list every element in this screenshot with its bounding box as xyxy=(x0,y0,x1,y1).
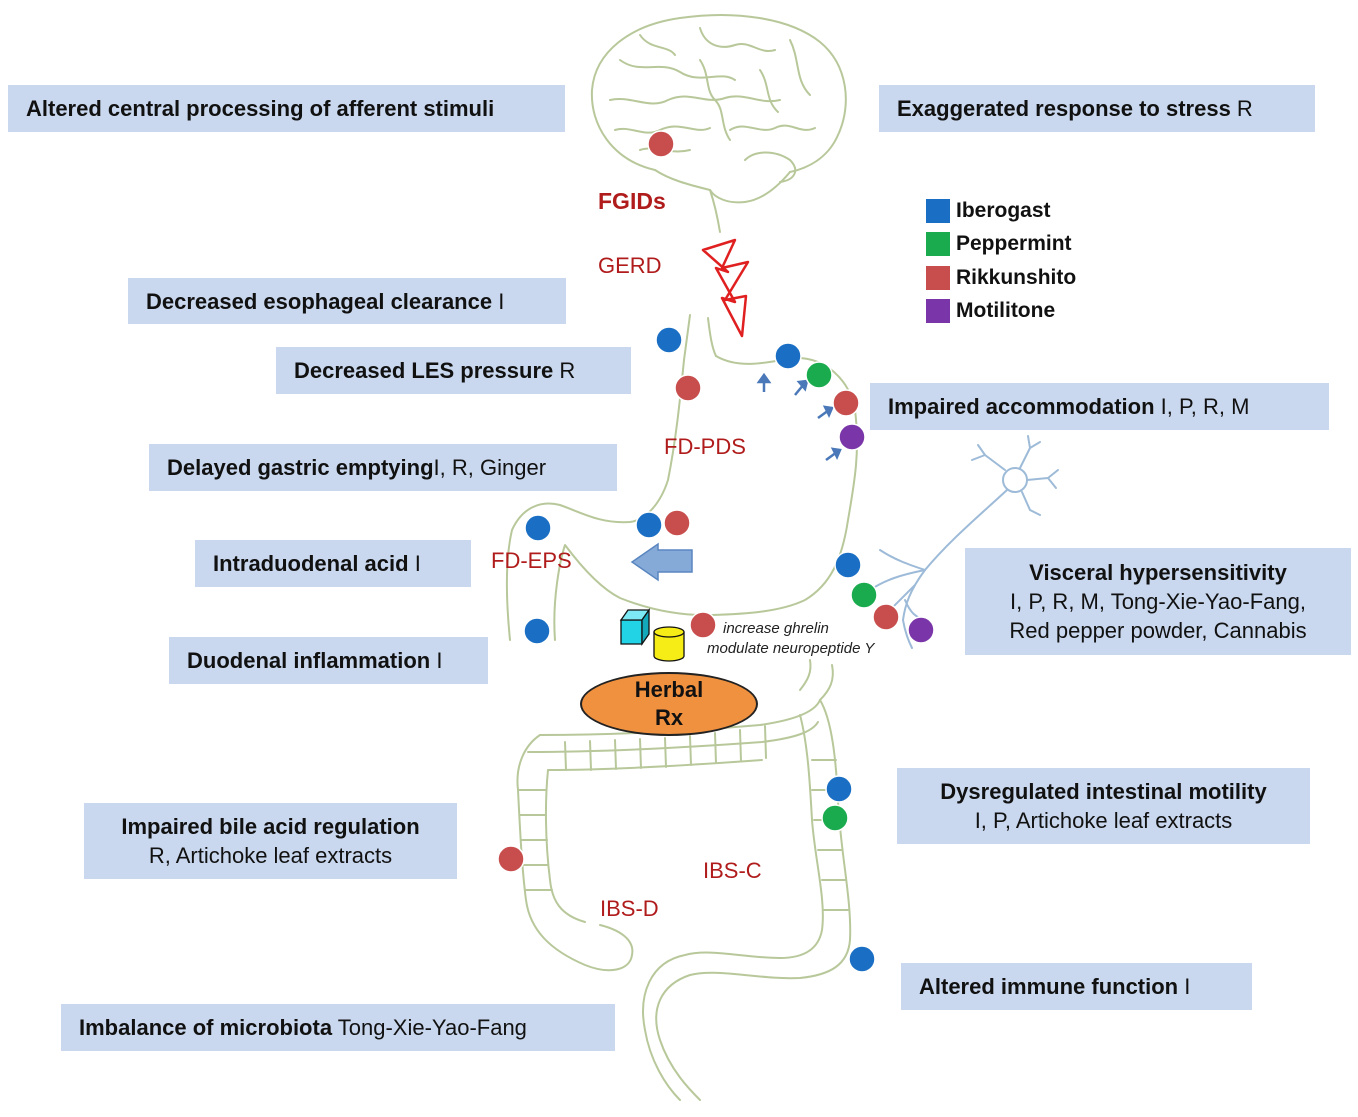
fgids-label: FGIDs xyxy=(598,188,666,214)
legend-label-motilitone: Motilitone xyxy=(956,299,1056,322)
microbiota-title: Imbalance of microbiota xyxy=(79,1015,333,1040)
iberogast-dot xyxy=(524,514,552,542)
motilitone-dot xyxy=(838,423,866,451)
microbiota-box: Imbalance of microbiota Tong-Xie-Yao-Fan… xyxy=(61,1004,615,1051)
peppermint-dot xyxy=(805,361,833,389)
iberogast-dot xyxy=(848,945,876,973)
les-pressure-agents: R xyxy=(553,358,576,383)
accommodation-arrows-icon xyxy=(756,372,842,462)
motility-title: Dysregulated intestinal motility xyxy=(940,779,1267,804)
motilitone-dot xyxy=(907,616,935,644)
iberogast-dot xyxy=(655,326,683,354)
ghrelin-note-line1: increase ghrelin xyxy=(723,620,829,637)
neuron-illustration[interactable] xyxy=(869,435,1059,649)
immune-title: Altered immune function xyxy=(919,974,1179,999)
emptying-arrow-icon xyxy=(630,542,693,582)
iberogast-swatch-icon xyxy=(926,199,950,223)
rikkunshito-dot xyxy=(497,845,525,873)
accommodation-agents: I, P, R, M xyxy=(1154,394,1250,419)
rikkunshito-swatch-icon xyxy=(926,266,950,290)
esophageal-box: Decreased esophageal clearance I xyxy=(128,278,566,324)
intraduodenal-agents: I xyxy=(408,551,421,576)
gastric-emptying-agents: I, R, Ginger xyxy=(433,455,547,480)
legend-item-peppermint: Peppermint xyxy=(926,232,1072,256)
les-pressure-title: Decreased LES pressure xyxy=(294,358,554,383)
accommodation-box: Impaired accommodation I, P, R, M xyxy=(870,383,1329,430)
rikkunshito-dot xyxy=(674,374,702,402)
cube-icon xyxy=(619,607,651,647)
legend-label-iberogast: Iberogast xyxy=(956,199,1051,222)
microbiota-agents: Tong-Xie-Yao-Fang xyxy=(332,1015,527,1040)
peppermint-swatch-icon xyxy=(926,232,950,256)
visceral-line2: I, P, R, M, Tong-Xie-Yao-Fang, xyxy=(1010,589,1306,614)
gastric-emptying-title: Delayed gastric emptying xyxy=(167,455,434,480)
legend-item-motilitone: Motilitone xyxy=(926,299,1055,323)
duodenal-inflammation-agents: I xyxy=(430,648,443,673)
accommodation-title: Impaired accommodation xyxy=(888,394,1155,419)
legend-label-rikkunshito: Rikkunshito xyxy=(956,266,1077,289)
iberogast-dot xyxy=(523,617,551,645)
iberogast-dot xyxy=(774,342,802,370)
herbal-rx-line1: Herbal xyxy=(634,677,704,702)
les-pressure-box: Decreased LES pressure R xyxy=(276,347,631,394)
stress-title: Exaggerated response to stress xyxy=(897,96,1231,121)
bile-acid-line2: R, Artichoke leaf extracts xyxy=(148,843,393,868)
iberogast-dot xyxy=(825,775,853,803)
rikkunshito-dot xyxy=(872,603,900,631)
ghrelin-note-line2: modulate neuropeptide Y xyxy=(707,640,875,657)
gerd-label: GERD xyxy=(598,253,662,278)
fd-pds-label: FD-PDS xyxy=(664,434,746,459)
bile-acid-title: Impaired bile acid regulation xyxy=(121,814,420,839)
gastric-emptying-box: Delayed gastric emptyingI, R, Ginger xyxy=(149,444,617,491)
motility-line2: I, P, Artichoke leaf extracts xyxy=(974,808,1233,833)
stress-agents: R xyxy=(1230,96,1253,121)
esophageal-agents: I xyxy=(492,288,505,314)
visceral-line3: Red pepper powder, Cannabis xyxy=(1009,618,1307,643)
central-processing-box: Altered central processing of afferent s… xyxy=(8,85,565,132)
rikkunshito-dot xyxy=(689,611,717,639)
cylinder-icon xyxy=(653,626,685,662)
fd-eps-label: FD-EPS xyxy=(491,548,572,573)
ibs-c-label: IBS-C xyxy=(703,858,762,883)
intraduodenal-title: Intraduodenal acid xyxy=(213,551,409,576)
legend-item-rikkunshito: Rikkunshito xyxy=(926,266,1076,290)
rikkunshito-dot xyxy=(832,389,860,417)
herbal-rx-line2: Rx xyxy=(654,705,684,730)
iberogast-dot xyxy=(635,511,663,539)
legend-label-peppermint: Peppermint xyxy=(956,232,1072,255)
immune-box: Altered immune function I xyxy=(901,963,1252,1010)
colon-illustration xyxy=(516,659,852,1101)
peppermint-dot xyxy=(821,804,849,832)
visceral-title: Visceral hypersensitivity xyxy=(1029,560,1287,585)
motility-box: Dysregulated intestinal motility I, P, A… xyxy=(897,768,1310,844)
iberogast-dot xyxy=(834,551,862,579)
esophageal-title: Decreased esophageal clearance xyxy=(146,288,493,314)
central-processing-title: Altered central processing of afferent s… xyxy=(26,96,495,121)
intraduodenal-box: Intraduodenal acid I xyxy=(195,540,471,587)
motilitone-swatch-icon xyxy=(926,299,950,323)
lightning-icon xyxy=(701,238,750,338)
ibs-d-label: IBS-D xyxy=(600,896,659,921)
rikkunshito-dot xyxy=(663,509,691,537)
stress-box: Exaggerated response to stress R xyxy=(879,85,1315,132)
duodenal-inflammation-title: Duodenal inflammation xyxy=(187,648,431,673)
visceral-box: Visceral hypersensitivity I, P, R, M, To… xyxy=(965,548,1351,655)
herbal-rx-ellipse: Herbal Rx xyxy=(580,672,758,736)
peppermint-dot xyxy=(850,581,878,609)
immune-agents: I xyxy=(1178,974,1191,999)
duodenal-inflammation-box: Duodenal inflammation I xyxy=(169,637,488,684)
legend-item-iberogast: Iberogast xyxy=(926,199,1051,223)
bile-acid-box: Impaired bile acid regulation R, Articho… xyxy=(84,803,457,879)
rikkunshito-dot xyxy=(647,130,675,158)
